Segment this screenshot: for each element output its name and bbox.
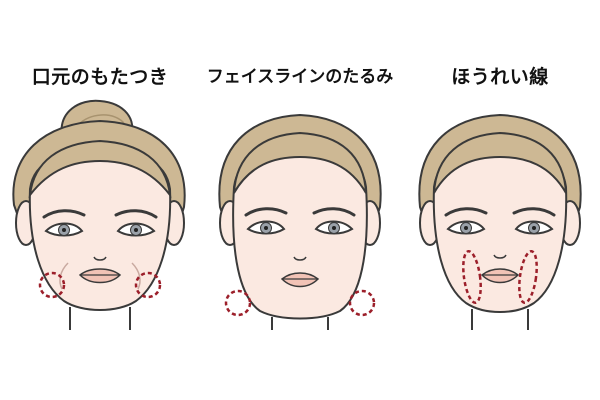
caption-jawline-sagging: フェイスラインのたるみ — [206, 67, 394, 87]
caption-mouth-sagging: 口元のもたつき — [31, 66, 169, 88]
panel-mouth-sagging: 口元のもたつき — [0, 0, 200, 400]
panel-nasolabial-folds: ほうれい線 — [400, 0, 600, 400]
panel-jawline-sagging: フェイスラインのたるみ — [200, 0, 400, 400]
face-with-nasolabial-folds-illustration — [418, 113, 582, 330]
face-with-sagging-mouth-corners-illustration — [12, 99, 186, 330]
face-with-sagging-jawline-illustration — [218, 113, 382, 330]
caption-nasolabial-folds: ほうれい線 — [451, 66, 549, 88]
